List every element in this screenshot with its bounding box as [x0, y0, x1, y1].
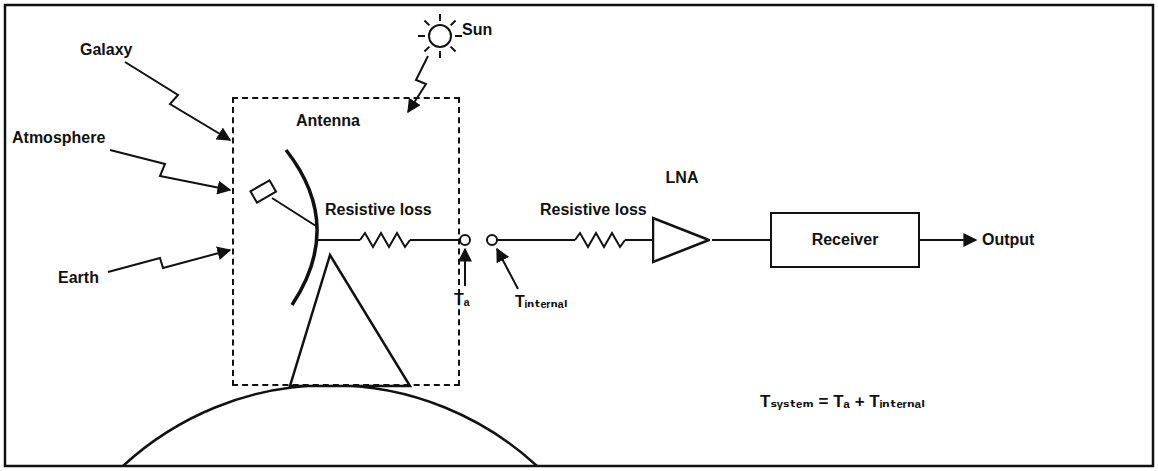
- antenna-region: Antenna: [232, 97, 460, 386]
- source-label: Earth: [58, 268, 99, 288]
- amplifier-outline: [653, 218, 709, 262]
- dish-reflector: [286, 150, 317, 305]
- output-label: Output: [982, 230, 1034, 250]
- output-arrow: [920, 239, 976, 241]
- sun-ray: [439, 14, 441, 21]
- temperature-label: Tₐ: [454, 290, 470, 310]
- terminal: [487, 235, 497, 245]
- resistor-symbol: [360, 233, 410, 247]
- amplifier-triangle: LNA: [652, 168, 712, 268]
- sun-ray: [424, 20, 429, 25]
- feed-strut: [272, 198, 316, 226]
- connector: [712, 239, 770, 241]
- earth-surface: [123, 385, 537, 466]
- source-label: Galaxy: [80, 40, 132, 60]
- wire: [317, 239, 460, 241]
- resistor-symbol: [575, 233, 625, 247]
- sun-ray: [424, 47, 429, 52]
- pointer-arrow: [464, 249, 466, 286]
- node-label: Antenna: [296, 111, 458, 131]
- sun-ray: [455, 35, 462, 37]
- radiation-arrow: [125, 62, 230, 140]
- node-label: Receiver: [812, 230, 879, 250]
- temperature-label: Tᵢₙₜₑᵣₙₐₗ: [515, 292, 567, 312]
- sun-ray: [418, 35, 425, 37]
- component-label: Resistive loss: [540, 200, 647, 220]
- radiation-arrow: [110, 150, 230, 190]
- component-label: Resistive loss: [325, 200, 432, 220]
- sun-ray: [439, 51, 441, 58]
- radiation-arrow: [408, 56, 428, 112]
- source-label: Atmosphere: [12, 128, 105, 148]
- source-label: Sun: [462, 20, 492, 40]
- feed-horn: [250, 180, 276, 202]
- sun-ray: [451, 20, 456, 25]
- frame: [5, 5, 1153, 466]
- terminal: [460, 235, 470, 245]
- equation: Tₛᵧₛₜₑₘ = Tₐ + Tᵢₙₜₑᵣₙₐₗ: [760, 392, 925, 412]
- node-label: LNA: [652, 168, 712, 188]
- receiver-box: Receiver: [770, 212, 920, 268]
- sun-ray: [451, 47, 456, 52]
- radiation-arrow: [108, 250, 230, 272]
- pointer-arrow: [497, 249, 518, 289]
- sun-icon: [418, 14, 462, 58]
